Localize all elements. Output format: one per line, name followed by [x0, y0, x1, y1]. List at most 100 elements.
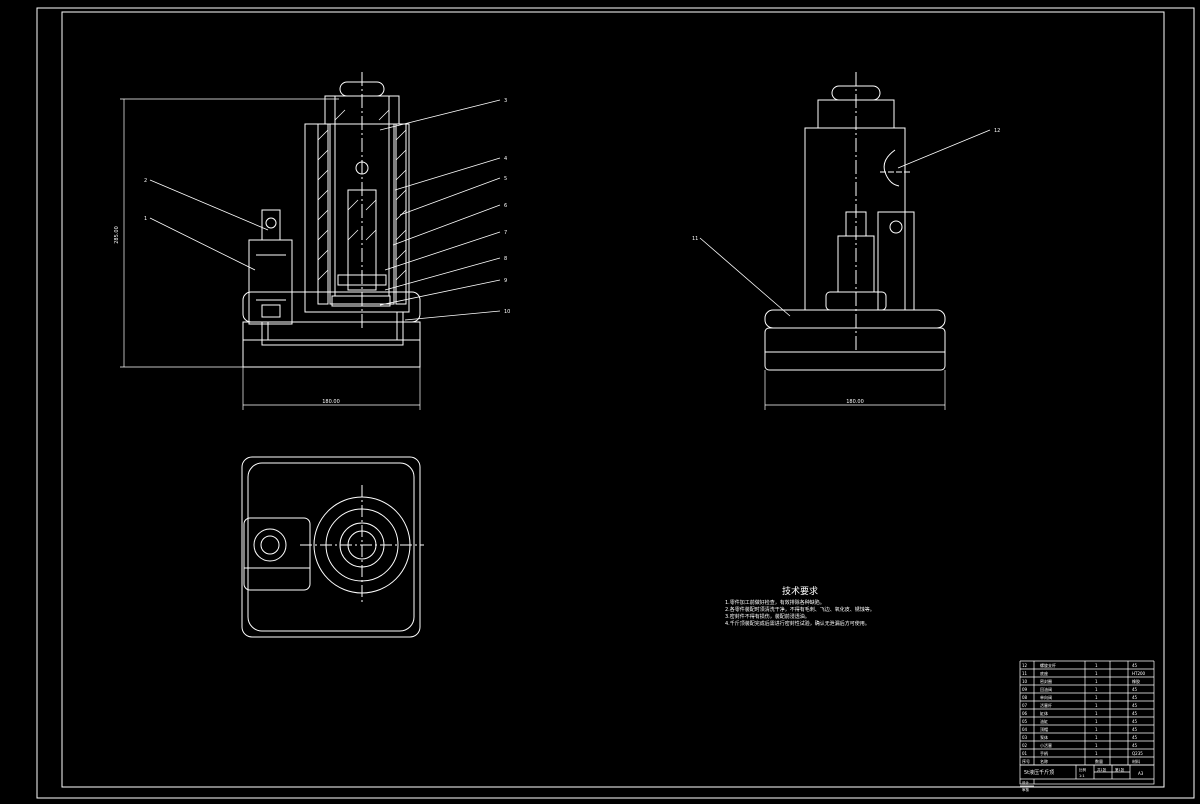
parts-cell-qty: 1	[1095, 671, 1098, 676]
parts-cell-qty: 1	[1095, 663, 1098, 668]
side-view	[699, 72, 991, 410]
front-section-view	[120, 72, 501, 410]
title-block-checker: 审核	[1022, 787, 1030, 792]
top-base-outer	[241, 456, 421, 638]
dimension-texts: 285.00 180.00 180.00	[114, 226, 864, 405]
dim-text-height: 285.00	[114, 226, 120, 244]
front-ram-hole	[355, 161, 369, 175]
parts-cell-name: 油缸	[1040, 718, 1048, 724]
front-cylinder-wall-right	[395, 123, 407, 305]
parts-cell-no: 05	[1022, 719, 1028, 724]
parts-cell-material: 45	[1132, 743, 1138, 748]
side-leader-line	[897, 129, 991, 169]
parts-cell-qty: 1	[1095, 735, 1098, 740]
parts-cell-name: 小活塞	[1040, 742, 1052, 748]
parts-cell-material: 45	[1132, 719, 1138, 724]
parts-cell-name: 缸体	[1040, 710, 1048, 716]
parts-cell-no: 11	[1022, 671, 1028, 676]
parts-cell-no: 01	[1022, 751, 1028, 756]
parts-cell-material: Q235	[1132, 751, 1143, 756]
side-leader-line	[699, 237, 791, 317]
parts-cell-material: HT200	[1132, 671, 1146, 676]
parts-cell-no: 07	[1022, 703, 1028, 708]
callout-front-7: 9	[504, 278, 507, 284]
parts-cell-no: 04	[1022, 727, 1028, 732]
top-pump-block	[243, 517, 311, 591]
callout-front-2: 4	[504, 156, 507, 162]
title-block-scale_label: 比例	[1079, 767, 1087, 772]
parts-cell-name: 手柄	[1040, 750, 1048, 756]
front-cylinder-wall-left	[317, 123, 329, 305]
callout-front-3: 5	[504, 176, 507, 182]
callout-side-2: 11	[692, 236, 698, 242]
parts-cell-no: 09	[1022, 687, 1028, 692]
notes-line-2: 2.各零件装配时须清洗干净，不得有毛刺、飞边、氧化皮、锈蚀等。	[725, 606, 875, 613]
callout-front-4: 6	[504, 203, 507, 209]
parts-cell-material: 45	[1132, 695, 1138, 700]
side-leader-lines	[699, 129, 991, 317]
side-release-valve	[883, 149, 900, 187]
technical-notes: 技术要求 1.零件加工前做好检查，有效排除各种缺陷。 2.各零件装配时须清洗干净…	[725, 585, 875, 627]
parts-cell-material: 45	[1132, 727, 1138, 732]
front-leader-line	[404, 310, 501, 321]
parts-cell-name: 螺旋支杆	[1040, 662, 1056, 668]
dim-text-width-front: 180.00	[322, 399, 340, 405]
top-pump-inner	[260, 535, 280, 555]
side-pump-head	[845, 211, 867, 237]
sheet-outer-frame	[36, 7, 1195, 799]
title-block-drawing_label: A3	[1138, 771, 1144, 776]
title-block-scale: 1:1	[1079, 774, 1085, 778]
callout-front-1: 3	[504, 98, 507, 104]
parts-cell-no: 08	[1022, 695, 1028, 700]
front-leader-lines	[149, 99, 501, 321]
parts-cell-qty: 1	[1095, 695, 1098, 700]
front-leader-line	[392, 204, 501, 246]
parts-header-material: 材料	[1132, 758, 1140, 764]
parts-cell-name: 泵体	[1040, 734, 1048, 740]
side-base-bottom	[764, 327, 946, 371]
title-block-frame	[1019, 764, 1155, 785]
parts-cell-qty: 1	[1095, 719, 1098, 724]
front-base-bottom	[242, 321, 421, 368]
parts-cell-no: 10	[1022, 679, 1028, 684]
front-leader-line	[379, 279, 501, 306]
parts-header-name: 名称	[1040, 758, 1048, 764]
front-seal-ring	[337, 274, 387, 286]
parts-cell-name: 单向阀	[1040, 694, 1052, 700]
front-oil-passage	[261, 312, 404, 346]
parts-cell-name: 顶帽	[1040, 726, 1048, 732]
parts-cell-no: 03	[1022, 735, 1028, 740]
dim-text-width-side: 180.00	[846, 399, 864, 405]
front-section-hatch	[317, 109, 407, 281]
parts-cell-material: 45	[1132, 711, 1138, 716]
front-leader-line	[379, 99, 501, 131]
title-block-sheet_no: 第1张	[1115, 767, 1125, 772]
parts-cell-no: 06	[1022, 711, 1028, 716]
notes-title: 技术要求	[782, 585, 818, 597]
parts-cell-qty: 1	[1095, 743, 1098, 748]
top-pump-outer	[253, 528, 287, 562]
callout-front-6: 8	[504, 256, 507, 262]
sheet-inner-frame	[61, 11, 1165, 788]
front-bottom-valve	[331, 295, 391, 307]
parts-cell-material: 45	[1132, 687, 1138, 692]
parts-cell-name: 密封圈	[1040, 678, 1052, 684]
parts-cell-material: 45	[1132, 663, 1138, 668]
parts-header-qty: 数量	[1095, 758, 1103, 764]
title-block-sheet_label: 共1张	[1097, 767, 1107, 772]
callout-front-10: 1	[144, 216, 147, 222]
parts-cell-no: 02	[1022, 743, 1028, 748]
parts-cell-no: 12	[1022, 663, 1028, 668]
parts-cell-name: 回油阀	[1040, 686, 1052, 692]
parts-cell-qty: 1	[1095, 679, 1098, 684]
parts-cell-name: 底座	[1040, 670, 1048, 676]
callout-front-9: 2	[144, 178, 147, 184]
notes-line-4: 4.千斤顶装配完成后需进行密封性试验，确认无泄漏后方可使用。	[725, 620, 870, 627]
parts-cell-qty: 1	[1095, 751, 1098, 756]
parts-cell-name: 活塞杆	[1040, 702, 1052, 708]
side-cylinder	[804, 127, 906, 311]
